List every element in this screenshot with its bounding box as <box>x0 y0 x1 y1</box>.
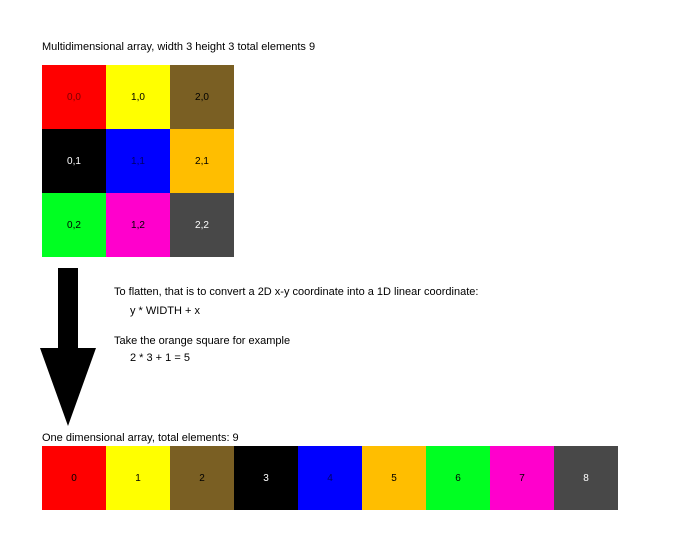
grid-cell-label: 0,2 <box>67 219 81 231</box>
flat-cell-label: 8 <box>583 472 589 484</box>
flat-cell-2: 2 <box>170 446 234 510</box>
grid-cell-label: 2,1 <box>195 155 209 167</box>
flat-cell-label: 2 <box>199 472 205 484</box>
flat-cell-6: 6 <box>426 446 490 510</box>
flat-cell-label: 0 <box>71 472 77 484</box>
flat-cell-label: 3 <box>263 472 269 484</box>
flat-cell-4: 4 <box>298 446 362 510</box>
flat-cell-label: 4 <box>327 472 333 484</box>
grid-cell-label: 0,1 <box>67 155 81 167</box>
flat-cell-5: 5 <box>362 446 426 510</box>
flat-cell-0: 0 <box>42 446 106 510</box>
grid-cell-label: 1,0 <box>131 91 145 103</box>
flat-cell-label: 1 <box>135 472 141 484</box>
grid-cell-2-0: 2,0 <box>170 65 234 129</box>
grid-cell-0-2: 0,2 <box>42 193 106 257</box>
multidimensional-grid: 0,0 1,0 2,0 0,1 1,1 2,1 0,2 1,2 2,2 <box>42 65 234 257</box>
flat-cell-7: 7 <box>490 446 554 510</box>
grid-cell-label: 0,0 <box>67 91 81 103</box>
grid-cell-1-0: 1,0 <box>106 65 170 129</box>
flat-cell-3: 3 <box>234 446 298 510</box>
flat-cell-label: 6 <box>455 472 461 484</box>
grid-cell-label: 2,2 <box>195 219 209 231</box>
flatten-formula: y * WIDTH + x <box>130 305 200 317</box>
flat-cell-1: 1 <box>106 446 170 510</box>
flat-cell-label: 7 <box>519 472 525 484</box>
flatten-intro: To flatten, that is to convert a 2D x-y … <box>114 286 479 298</box>
grid-cell-label: 1,2 <box>131 219 145 231</box>
grid-cell-2-2: 2,2 <box>170 193 234 257</box>
flat-cell-label: 5 <box>391 472 397 484</box>
example-calculation: 2 * 3 + 1 = 5 <box>130 352 190 364</box>
one-dimensional-array: 0 1 2 3 4 5 6 7 8 <box>42 446 618 510</box>
example-label: Take the orange square for example <box>114 335 291 347</box>
grid-cell-label: 1,1 <box>131 155 145 167</box>
flat-array-title: One dimensional array, total elements: 9 <box>42 432 239 444</box>
flat-cell-8: 8 <box>554 446 618 510</box>
down-arrow-icon <box>40 268 96 426</box>
grid-cell-0-0: 0,0 <box>42 65 106 129</box>
grid-cell-label: 2,0 <box>195 91 209 103</box>
grid-title: Multidimensional array, width 3 height 3… <box>42 41 316 53</box>
grid-cell-1-2: 1,2 <box>106 193 170 257</box>
grid-cell-2-1: 2,1 <box>170 129 234 193</box>
grid-cell-1-1: 1,1 <box>106 129 170 193</box>
grid-cell-0-1: 0,1 <box>42 129 106 193</box>
